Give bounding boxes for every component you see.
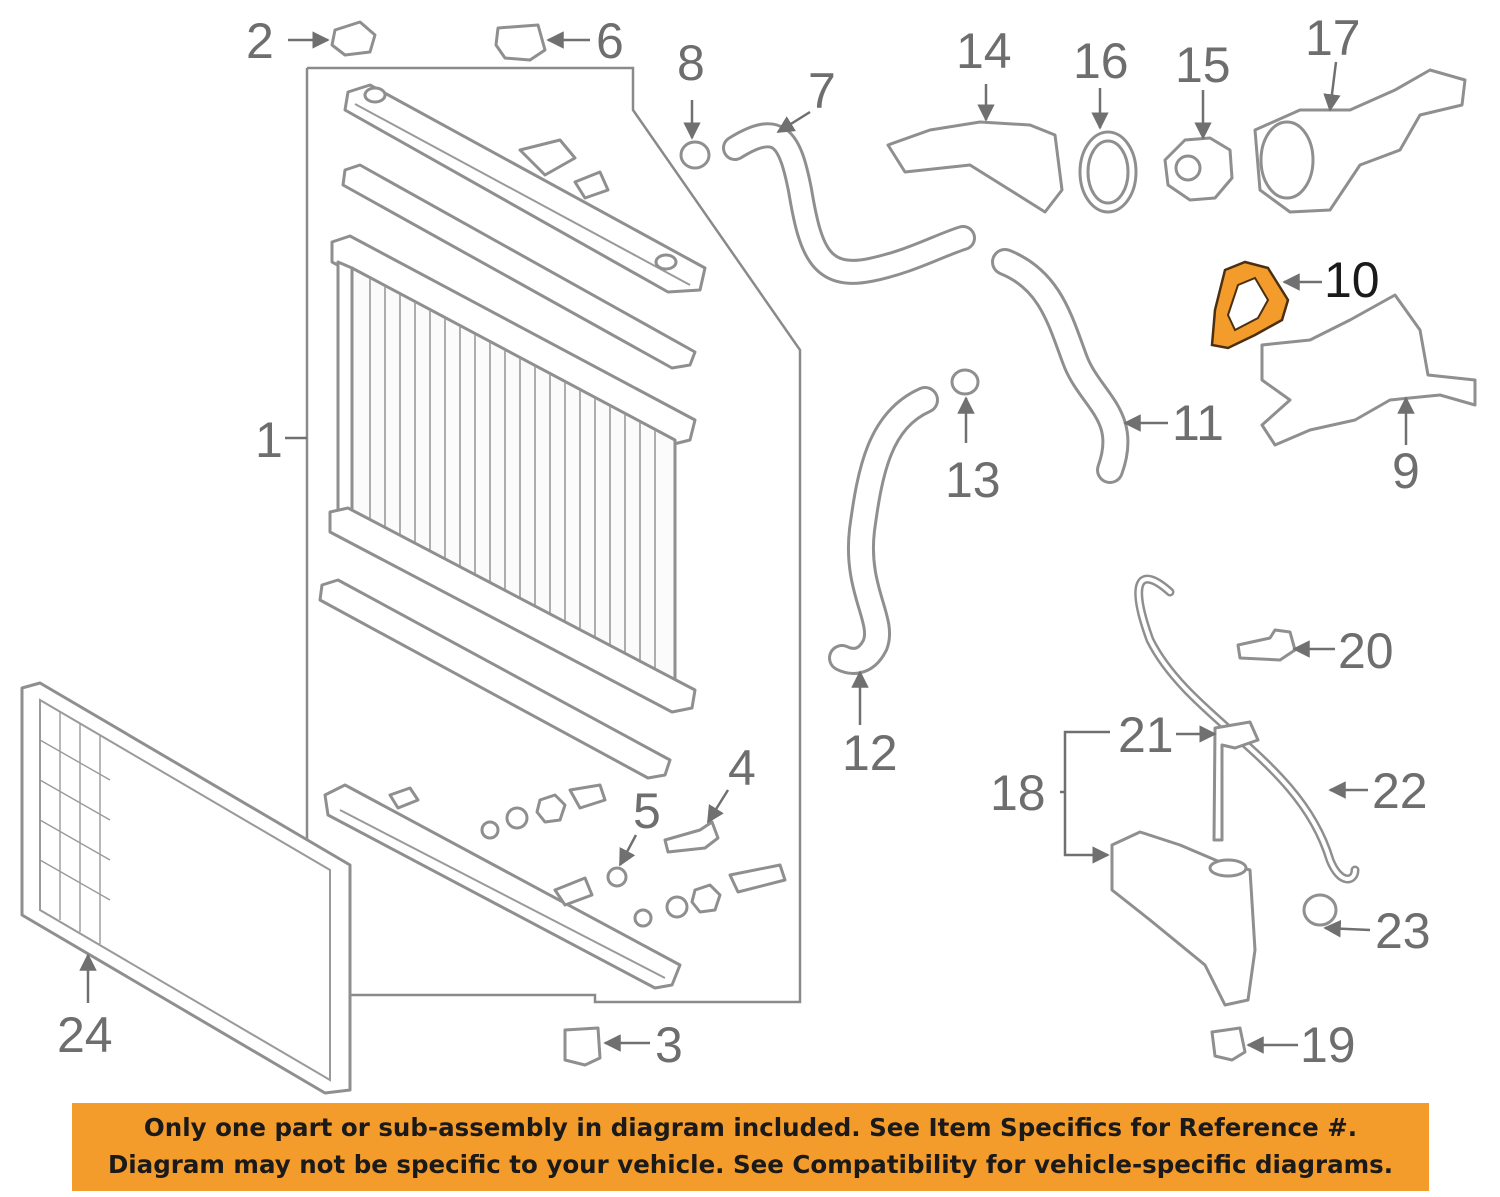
cushion-2 (330, 20, 377, 57)
callout-11: 11 (1172, 395, 1224, 451)
clamp-13 (950, 368, 980, 396)
callout-6: 6 (596, 13, 624, 69)
drain-hardware (480, 783, 787, 928)
disclaimer-line-2: Diagram may not be specific to your vehi… (107, 1150, 1394, 1179)
callout-23: 23 (1375, 903, 1431, 959)
radiator-cap-6 (494, 23, 547, 62)
callout-18: 18 (990, 765, 1046, 821)
callout-9: 9 (1392, 443, 1420, 499)
reservoir-18 (1110, 830, 1257, 1007)
hose-11 (991, 248, 1130, 484)
cushion-3 (563, 1026, 602, 1067)
callout-16: 16 (1073, 33, 1129, 89)
callout-7: 7 (808, 63, 836, 119)
callout-10: 10 (1324, 252, 1380, 308)
disclaimer-banner: Only one part or sub-assembly in diagram… (72, 1103, 1429, 1191)
radiator-assembly-frame (305, 66, 802, 1004)
callout-5: 5 (633, 783, 661, 839)
radiator-upper-tank (343, 83, 707, 294)
callout-8: 8 (677, 35, 705, 91)
callout-13: 13 (945, 452, 1001, 508)
callout-20: 20 (1338, 623, 1394, 679)
callout-14: 14 (956, 23, 1012, 79)
radiator-upper-seal (341, 163, 697, 370)
disclaimer-line-1: Only one part or sub-assembly in diagram… (143, 1113, 1358, 1142)
callout-2: 2 (246, 13, 274, 69)
cap-19 (1210, 1026, 1247, 1062)
callout-17: 17 (1305, 10, 1361, 66)
callout-15: 15 (1175, 37, 1231, 93)
callout-22: 22 (1372, 763, 1428, 819)
bolt-20 (1236, 628, 1297, 662)
callout-1: 1 (255, 412, 283, 468)
level-gauge-21 (1212, 720, 1260, 842)
callout-12: 12 (842, 725, 898, 781)
drain-cock-4 (663, 820, 720, 854)
leader-lines (79, 31, 1415, 1054)
clamp-8 (679, 140, 711, 170)
radiator-core (328, 234, 697, 714)
thermostat-15 (1163, 136, 1234, 202)
water-inlet-14 (886, 120, 1064, 214)
clamp-23 (1302, 893, 1338, 927)
callouts: 1 2 3 4 5 6 7 8 9 10 11 12 13 14 15 16 1… (57, 10, 1431, 1073)
oring-5 (606, 866, 628, 888)
callout-24: 24 (57, 1007, 113, 1063)
radiator-lower-tank (323, 783, 682, 990)
condenser-24 (20, 681, 352, 1095)
radiator-lower-seal (318, 578, 672, 780)
water-pump-housing-9 (1260, 293, 1477, 447)
callout-19: 19 (1300, 1017, 1356, 1073)
callout-21: 21 (1118, 707, 1174, 763)
callout-4: 4 (728, 740, 756, 796)
callout-3: 3 (655, 1017, 683, 1073)
